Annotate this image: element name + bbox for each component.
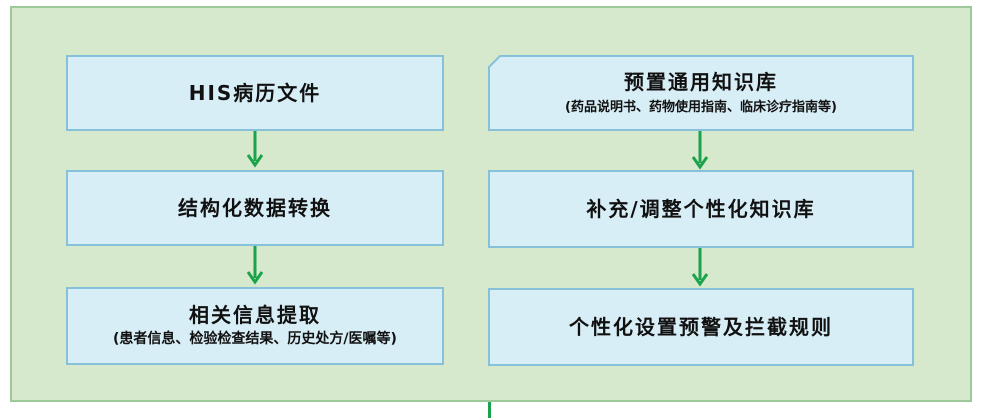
box-custom-kb-label: 补充/调整个性化知识库 bbox=[586, 196, 816, 221]
box-his-records-label: HIS病历文件 bbox=[188, 80, 322, 105]
box-general-kb bbox=[488, 55, 914, 131]
box-general-kb-sub: (药品说明书、药物使用指南、临床诊疗指南等) bbox=[565, 99, 837, 115]
box-structured-conversion-label: 结构化数据转换 bbox=[178, 195, 332, 220]
box-info-extraction-title: 相关信息提取 bbox=[189, 303, 321, 328]
box-alert-rules-label: 个性化设置预警及拦截规则 bbox=[569, 314, 833, 339]
arrow-down-left-2 bbox=[246, 246, 264, 285]
arrow-down-left-1 bbox=[246, 131, 264, 168]
box-general-kb-title: 预置通用知识库 bbox=[624, 69, 778, 94]
output-connector-line bbox=[488, 402, 491, 418]
box-structured-conversion: 结构化数据转换 bbox=[66, 170, 444, 246]
box-general-kb-text: 预置通用知识库 (药品说明书、药物使用指南、临床诊疗指南等) bbox=[488, 55, 914, 131]
arrow-down-right-2 bbox=[691, 248, 709, 287]
arrow-down-right-1 bbox=[691, 131, 709, 170]
box-alert-rules: 个性化设置预警及拦截规则 bbox=[488, 288, 914, 366]
box-his-records: HIS病历文件 bbox=[66, 55, 444, 131]
box-custom-kb: 补充/调整个性化知识库 bbox=[488, 170, 914, 248]
box-info-extraction: 相关信息提取 (患者信息、检验检查结果、历史处方/医嘱等) bbox=[66, 287, 444, 365]
box-info-extraction-sub: (患者信息、检验检查结果、历史处方/医嘱等) bbox=[113, 331, 397, 348]
